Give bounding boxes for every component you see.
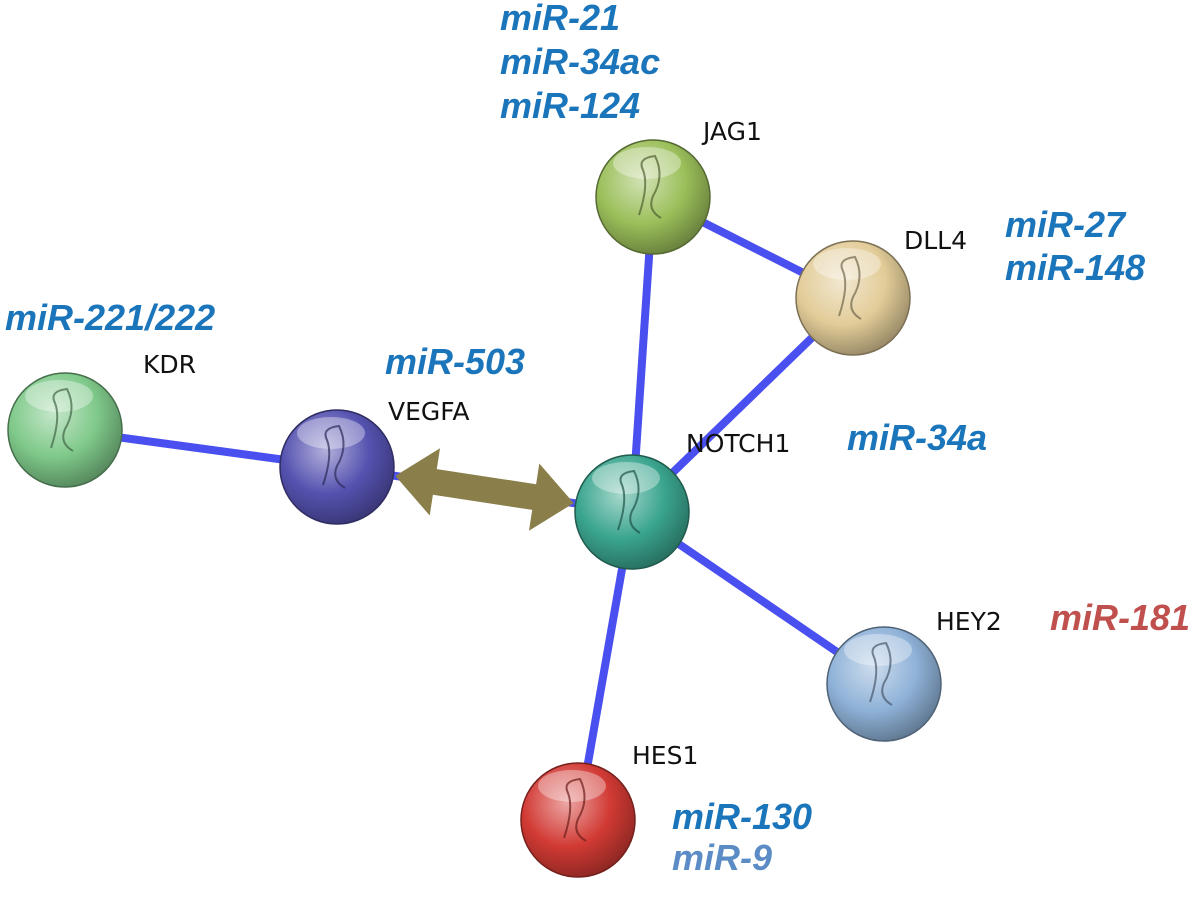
protein-structure-icon (617, 469, 641, 534)
sphere-highlight (297, 417, 365, 449)
node-kdr (7, 372, 123, 488)
node-label-kdr: KDR (143, 350, 196, 379)
node-label-dll4: DLL4 (904, 226, 967, 255)
node-label-notch1: NOTCH1 (686, 429, 790, 458)
mirna-label: miR-21 (500, 0, 620, 38)
mirna-group-hey2: miR-181 (1050, 597, 1190, 638)
mirna-group-hes1: miR-130 (672, 796, 812, 837)
protein-structure-icon (869, 641, 893, 706)
mirna-group-kdr: miR-221/222 (5, 297, 215, 338)
node-label-vegfa: VEGFA (388, 397, 469, 426)
mirna-label: miR-34a (847, 417, 987, 458)
mirna-label: miR-503 (385, 341, 525, 382)
mirna-label: miR-34ac (500, 41, 660, 82)
double-arrow-layer (395, 448, 574, 531)
double-arrow-vegfa-notch1 (395, 448, 574, 531)
nodes-layer (7, 139, 942, 878)
sphere-highlight (813, 248, 881, 280)
node-label-jag1: JAG1 (701, 117, 762, 146)
sphere-highlight (25, 380, 93, 412)
node-label-hey2: HEY2 (936, 607, 1002, 636)
node-label-hes1: HES1 (632, 741, 698, 770)
protein-structure-icon (563, 777, 587, 842)
mirna-label: miR-148 (1005, 247, 1145, 288)
protein-structure-icon (322, 424, 346, 489)
mirna-label: miR-181 (1050, 597, 1190, 638)
node-hes1 (520, 762, 636, 878)
edges-layer (61, 193, 888, 824)
node-vegfa (279, 409, 395, 525)
mirna-label: miR-9 (672, 837, 772, 878)
mirna-label: miR-221/222 (5, 297, 215, 338)
mirna-group-vegfa: miR-503 (385, 341, 525, 382)
sphere-highlight (592, 462, 660, 494)
node-hey2 (826, 626, 942, 742)
protein-structure-icon (50, 387, 74, 452)
node-dll4 (795, 240, 911, 356)
sphere-highlight (538, 770, 606, 802)
node-jag1 (595, 139, 711, 255)
mirna-label: miR-27 (1005, 204, 1127, 245)
mirna-label: miR-130 (672, 796, 812, 837)
sphere-highlight (613, 147, 681, 179)
protein-structure-icon (638, 154, 662, 219)
node-notch1 (574, 454, 690, 570)
mirna-label: miR-124 (500, 85, 640, 126)
protein-structure-icon (838, 255, 862, 320)
sphere-highlight (844, 634, 912, 666)
mirna-group-hes1: miR-9 (672, 837, 772, 878)
mirna-group-notch1: miR-34a (847, 417, 987, 458)
